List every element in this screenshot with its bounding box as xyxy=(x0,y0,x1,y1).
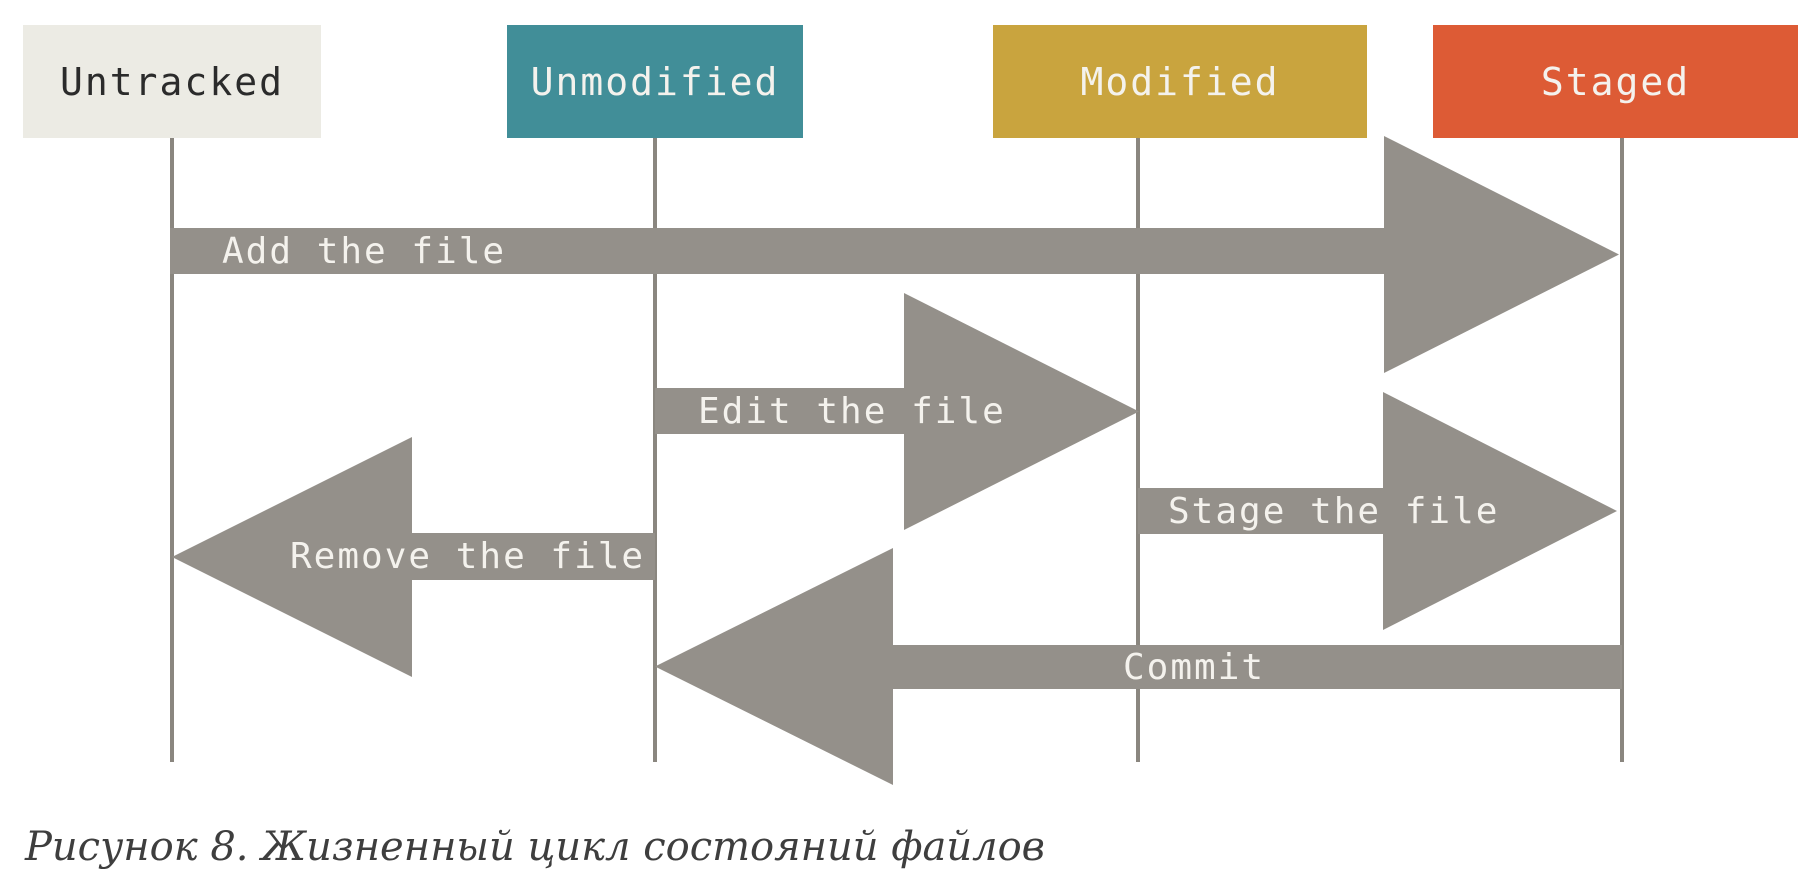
transition-label: Add the file xyxy=(222,230,507,272)
arrow-head-left-icon xyxy=(655,548,893,785)
arrow-shaft xyxy=(891,645,1622,689)
state-label-unmodified: Unmodified xyxy=(530,59,780,104)
lifeline-modified xyxy=(1136,138,1140,762)
state-label-untracked: Untracked xyxy=(60,59,284,104)
figure-caption: Рисунок 8. Жизненный цикл состояний файл… xyxy=(25,824,1045,870)
transition-label: Commit xyxy=(1123,646,1266,688)
transition-label: Stage the file xyxy=(1168,490,1500,532)
state-box-untracked: Untracked xyxy=(23,25,321,138)
transition-add-the-file: Add the file xyxy=(170,136,1619,373)
transition-label: Remove the file xyxy=(290,536,646,577)
transition-edit-the-file: Edit the file xyxy=(655,293,1139,530)
state-box-staged: Staged xyxy=(1433,25,1798,138)
state-label-staged: Staged xyxy=(1540,59,1691,104)
transition-stage-the-file: Stage the file xyxy=(1138,392,1617,630)
state-box-unmodified: Unmodified xyxy=(507,25,803,138)
transition-commit: Commit xyxy=(655,548,1622,785)
arrow-shaft xyxy=(170,228,1386,274)
lifeline-unmodified xyxy=(653,138,657,762)
lifeline-untracked xyxy=(170,138,174,762)
state-label-modified: Modified xyxy=(1080,59,1280,104)
arrow-head-right-icon xyxy=(1384,136,1619,373)
transition-remove-the-file: Remove the file xyxy=(172,437,655,677)
arrow-shaft xyxy=(410,533,655,580)
state-box-modified: Modified xyxy=(993,25,1367,138)
arrow-shaft xyxy=(1138,488,1385,534)
lifeline-staged xyxy=(1620,138,1624,762)
transition-label: Edit the file xyxy=(698,390,1006,432)
arrow-shaft xyxy=(655,388,906,434)
